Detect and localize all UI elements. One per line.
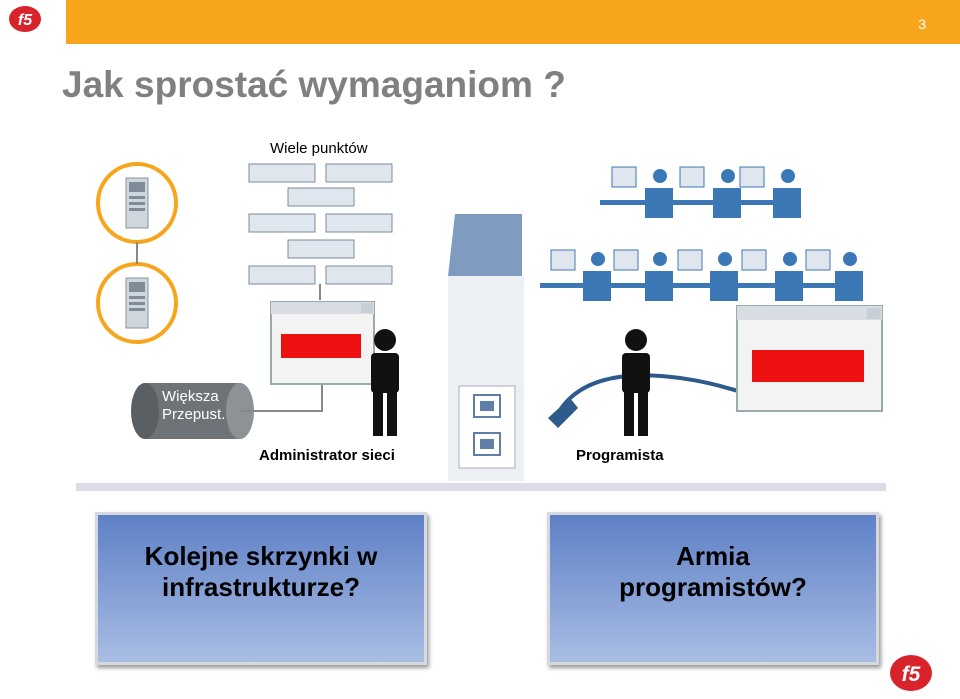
- programmer-label: Programista: [576, 447, 664, 464]
- many-points-label: Wiele punktów: [270, 140, 368, 157]
- logo-text: f5: [902, 663, 921, 686]
- network-illustration: [96, 162, 883, 481]
- question-box-text: Kolejne skrzynki w infrastrukturze?: [98, 515, 424, 603]
- top-bar: [0, 0, 960, 44]
- programmer-person-icon: [622, 329, 650, 436]
- programmer-desk-icon: [600, 166, 801, 218]
- pipe-label: Większa Przepust.: [162, 388, 225, 424]
- switch-rack-icon: [248, 163, 393, 285]
- page-number: 3: [918, 16, 926, 32]
- admin-label: Administrator sieci: [259, 447, 395, 464]
- logo-text: f5: [18, 12, 33, 29]
- question-box-line2: infrastrukturze?: [162, 572, 360, 602]
- network-tower-icon: [448, 214, 524, 481]
- question-box-programmers: Armia programistów?: [547, 512, 879, 665]
- alert-window-icon: [736, 305, 883, 412]
- alert-window-icon: [270, 301, 375, 385]
- question-box-line2: programistów?: [619, 572, 807, 602]
- server-icon: [96, 162, 178, 244]
- programmer-desk-icon: [540, 249, 863, 301]
- floor-line: [76, 483, 886, 491]
- pipe-label-line1: Większa: [162, 388, 219, 405]
- pipe-label-line2: Przepust.: [162, 406, 226, 423]
- question-box-line1: Armia: [676, 541, 750, 571]
- f5-logo-icon: f5: [890, 655, 932, 691]
- question-box-text: Armia programistów?: [550, 515, 876, 603]
- question-box-line1: Kolejne skrzynki w: [144, 541, 378, 571]
- page-title: Jak sprostać wymaganiom ?: [62, 64, 566, 105]
- server-icon: [96, 262, 178, 344]
- question-box-infrastructure: Kolejne skrzynki w infrastrukturze?: [95, 512, 427, 665]
- network-cable-icon: [548, 373, 762, 428]
- admin-person-icon: [371, 329, 399, 436]
- f5-logo-icon: f5: [9, 6, 41, 32]
